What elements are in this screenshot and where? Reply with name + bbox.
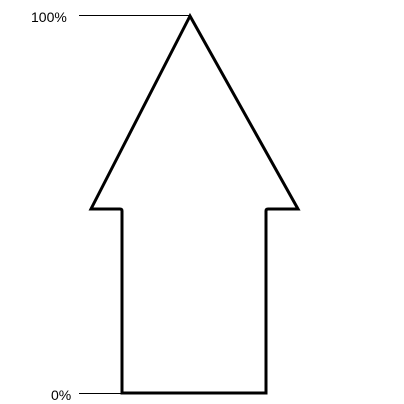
up-arrow-shape bbox=[88, 12, 301, 395]
top-scale-label: 100% bbox=[31, 9, 67, 25]
bottom-scale-label: 0% bbox=[51, 387, 72, 403]
